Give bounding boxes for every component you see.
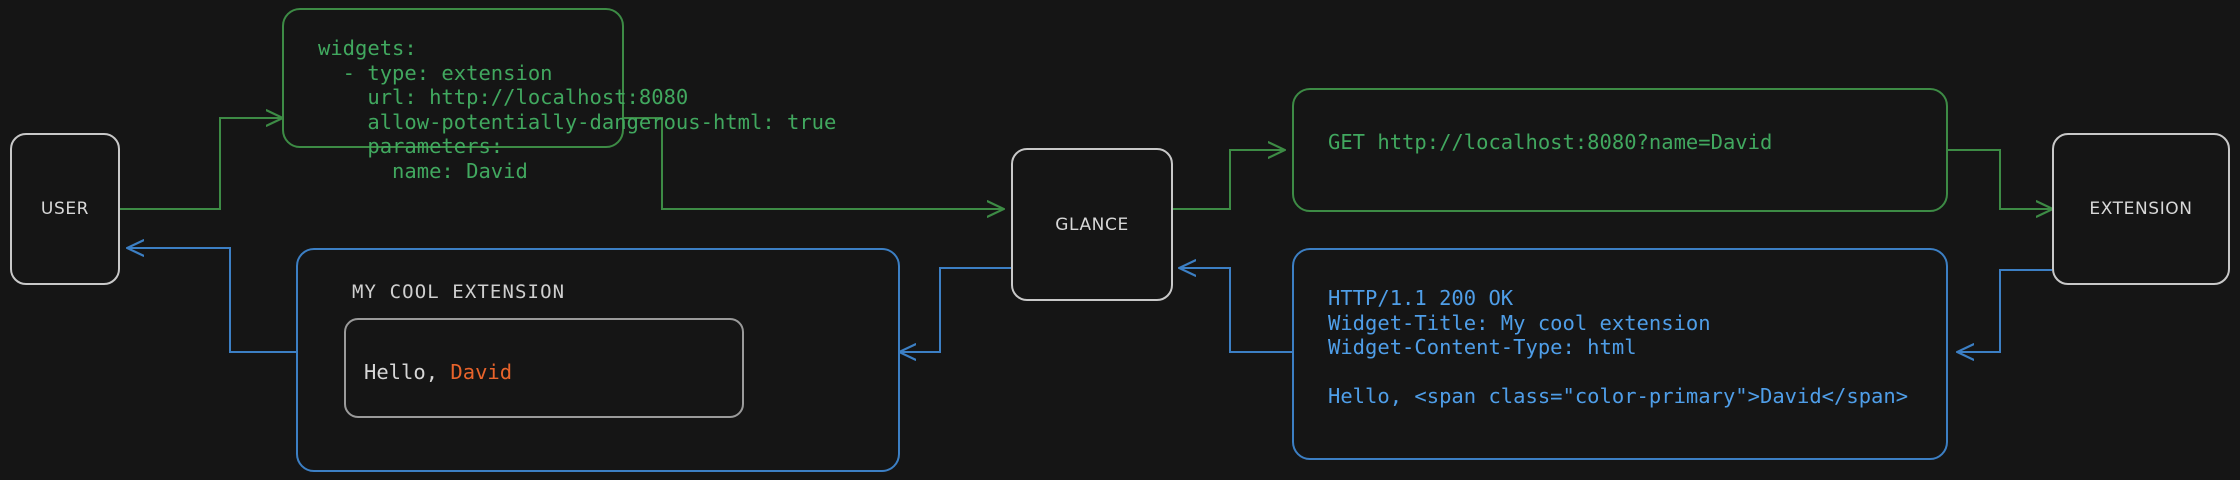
node-extension-label: EXTENSION [2089,199,2193,219]
node-user-label: USER [40,199,90,219]
node-user[interactable]: USER [10,133,120,285]
edge-glance-to-widget [900,267,1011,352]
edge-widget-to-user [128,248,296,353]
rendered-widget-title: MY COOL EXTENSION [352,281,566,303]
rendered-widget-block: MY COOL EXTENSION Hello, David [296,248,900,472]
config-code-block: widgets: - type: extension url: http://l… [282,8,836,183]
edge-config-to-glance [624,117,1003,209]
request-code-block: GET http://localhost:8080?name=David [1292,88,1948,212]
greeting-prefix: Hello, [364,360,451,384]
response-code-block: HTTP/1.1 200 OK Widget-Title: My cool ex… [1292,248,1948,460]
node-glance[interactable]: GLANCE [1011,148,1173,301]
edge-response-to-glance [1180,268,1292,353]
rendered-widget-greeting: Hello, David [364,360,512,384]
greeting-name: David [450,360,513,384]
edge-glance-to-request [1172,150,1284,210]
edge-extension-to-response [1958,269,2052,352]
rendered-widget-content-frame: Hello, David [344,318,744,418]
edge-request-to-extension [1948,149,2052,209]
edge-user-to-config [120,118,282,210]
node-extension[interactable]: EXTENSION [2052,133,2230,285]
node-glance-label: GLANCE [1055,214,1129,235]
